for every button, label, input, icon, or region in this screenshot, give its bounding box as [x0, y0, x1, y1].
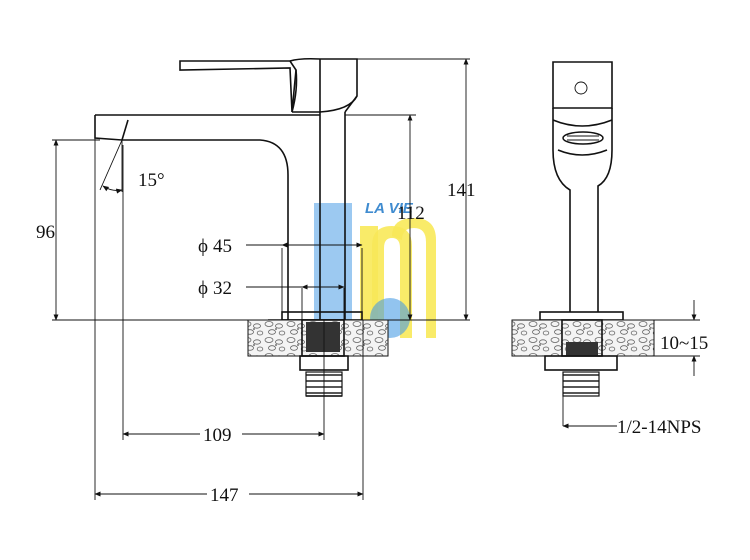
dim-body-height: 112 [397, 114, 425, 321]
dim-96-label: 96 [36, 222, 55, 243]
watermark-text: LA VIE [365, 200, 414, 217]
dim-thread-label: 1/2-14NPS [617, 417, 701, 438]
dim-32-label: 32 [213, 278, 232, 299]
front-body [552, 108, 613, 312]
faucet-front-view [511, 61, 655, 426]
front-aerator [562, 131, 604, 145]
handle-lever [179, 60, 297, 113]
dim-phi-symbol-32: ϕ [198, 278, 208, 299]
extension-lines [52, 58, 470, 500]
dim-109-label: 109 [203, 425, 232, 446]
dim-angle-label: 15° [138, 170, 165, 191]
spout [94, 114, 320, 320]
dim-thread: 1/2-14NPS [562, 417, 701, 438]
dim-diameter-32: ϕ 32 [198, 278, 345, 299]
dim-counter-thickness: 10~15 [623, 300, 708, 376]
dim-spout-reach: 109 [122, 422, 325, 446]
dim-112-label: 112 [397, 203, 425, 224]
dim-10-15-label: 10~15 [660, 333, 708, 354]
front-handle-hole [574, 81, 588, 95]
dim-141-label: 141 [447, 180, 476, 201]
front-inlet-thread [562, 371, 600, 397]
dim-147-label: 147 [210, 485, 239, 506]
front-handle [552, 61, 613, 109]
dim-total-height: 141 [447, 58, 476, 321]
dim-overall-length: 147 [94, 482, 364, 506]
lock-nut [306, 322, 340, 352]
dim-spout-height: 96 [36, 139, 59, 321]
dim-phi-symbol-45: ϕ [198, 236, 208, 257]
dim-45-label: 45 [213, 236, 232, 257]
dim-diameter-45: ϕ 45 [198, 236, 363, 257]
dim-spout-angle: 15° [102, 170, 165, 194]
